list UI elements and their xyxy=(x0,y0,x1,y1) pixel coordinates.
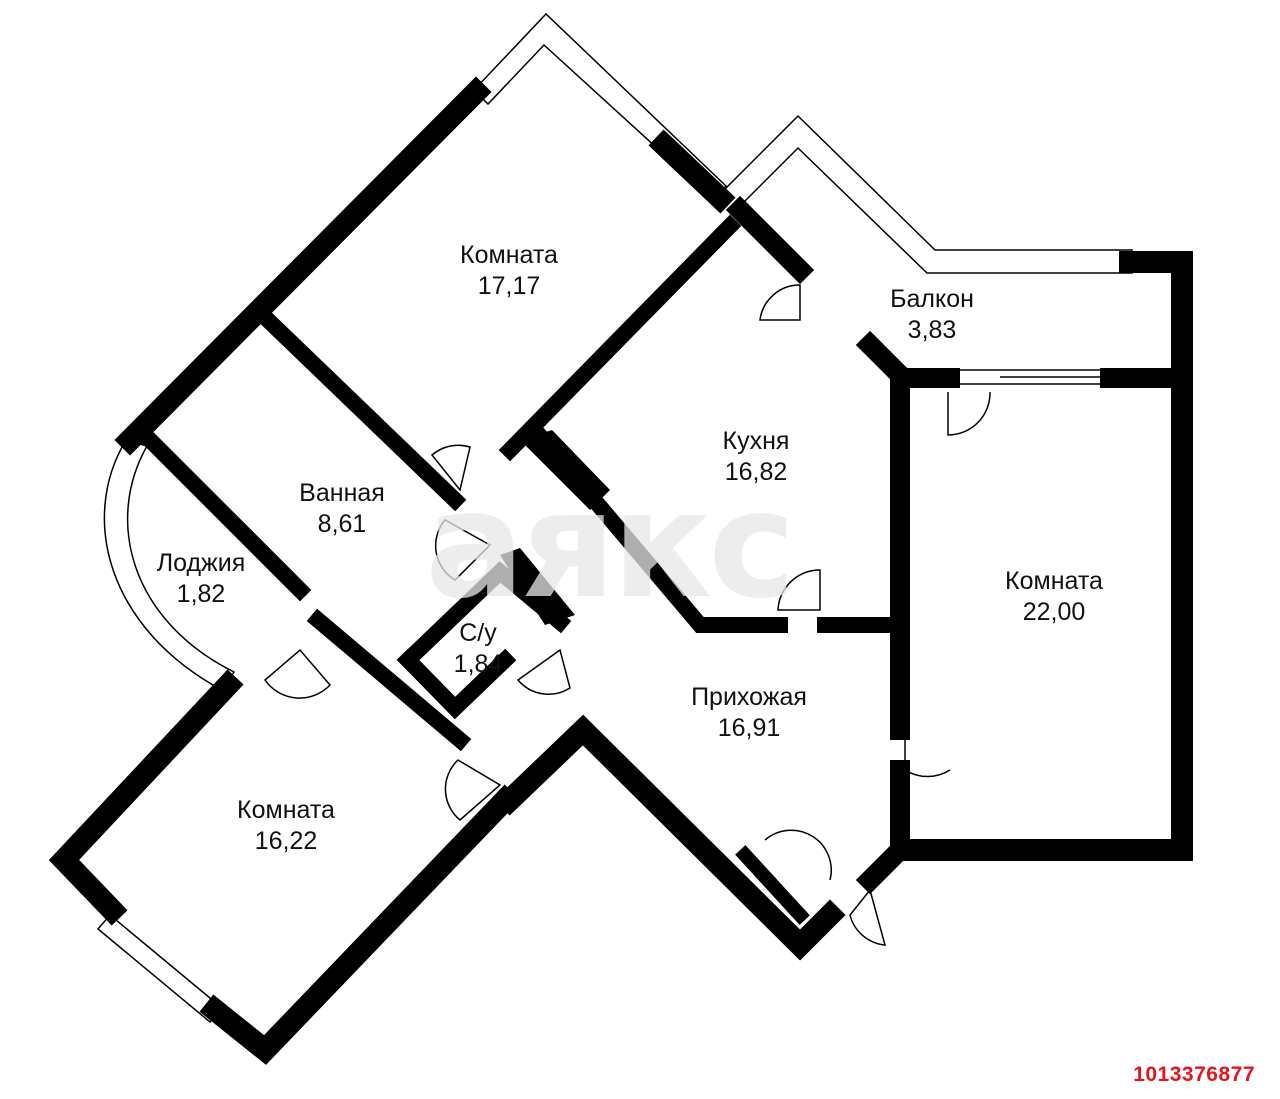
wall-outer-top xyxy=(648,129,736,214)
wall-column-2 xyxy=(500,548,575,625)
wall-kitchen-left xyxy=(498,214,742,462)
watermark: аякс xyxy=(425,459,796,631)
room-area: 3,83 xyxy=(907,316,957,344)
room-name: Комната xyxy=(1005,567,1103,595)
room-label-loggia: Лоджия 1,82 xyxy=(157,548,246,610)
wall-lower-bottom xyxy=(199,784,521,1065)
room-area: 1,84 xyxy=(453,650,503,678)
room-area: 8,61 xyxy=(317,510,367,538)
room-name: Прихожая xyxy=(691,683,807,711)
room-label-bathroom: Ванная 8,61 xyxy=(299,478,385,540)
room-area: 16,22 xyxy=(254,827,318,855)
room-area: 16,91 xyxy=(717,714,781,742)
wall-outer-balcony xyxy=(725,195,815,285)
room-label-kitchen: Кухня 16,82 xyxy=(723,426,790,488)
room-name: С/у xyxy=(459,619,497,647)
room-area: 17,17 xyxy=(477,272,541,300)
wall-bath-left xyxy=(130,420,312,602)
door-room2 xyxy=(947,391,991,436)
room-label-hallway: Прихожая 16,91 xyxy=(691,682,807,744)
listing-id: 1013376877 xyxy=(1133,1063,1255,1086)
wall-room3-top xyxy=(306,608,472,752)
room-name: Ванная xyxy=(299,479,385,507)
room-label-room-3: Комната 16,22 xyxy=(237,795,335,857)
door-room2-side xyxy=(904,730,951,778)
room-label-toilet: С/у 1,84 xyxy=(454,618,503,680)
wall-balcony-right xyxy=(894,251,1193,861)
door-entry xyxy=(849,888,887,946)
room-label-balcony: Балкон 3,83 xyxy=(890,284,974,346)
room-area: 22,00 xyxy=(1022,598,1086,626)
room-label-room-1: Комната 17,17 xyxy=(460,240,558,302)
room-name: Балкон xyxy=(890,285,974,313)
wall-outer-nw xyxy=(114,76,492,456)
door-bath-2 xyxy=(434,519,492,581)
door-loggia xyxy=(263,648,332,699)
room-name: Комната xyxy=(460,241,558,269)
wall-room2-left-low xyxy=(855,760,910,895)
doors xyxy=(263,284,991,946)
room-label-room-2: Комната 22,00 xyxy=(1005,566,1103,628)
room-area: 1,82 xyxy=(176,580,226,608)
room-name: Комната xyxy=(237,796,335,824)
room-area: 16,82 xyxy=(724,458,788,486)
wall-bath-top xyxy=(258,310,467,512)
wall-column xyxy=(520,430,610,510)
door-bath xyxy=(430,444,471,492)
door-kitchen xyxy=(777,569,821,611)
walls xyxy=(48,76,1193,1065)
wall-lower-left xyxy=(48,669,244,926)
door-room1 xyxy=(759,284,801,321)
wall-hall-door xyxy=(735,845,810,925)
wall-hall-lower xyxy=(494,714,846,961)
door-room3 xyxy=(444,759,502,821)
wall-wc-bottom xyxy=(396,648,517,720)
room-name: Кухня xyxy=(722,427,790,455)
window-lower-left xyxy=(96,913,224,1024)
room-name: Лоджия xyxy=(156,549,246,577)
door-hall xyxy=(764,829,832,881)
door-wc xyxy=(516,648,571,695)
